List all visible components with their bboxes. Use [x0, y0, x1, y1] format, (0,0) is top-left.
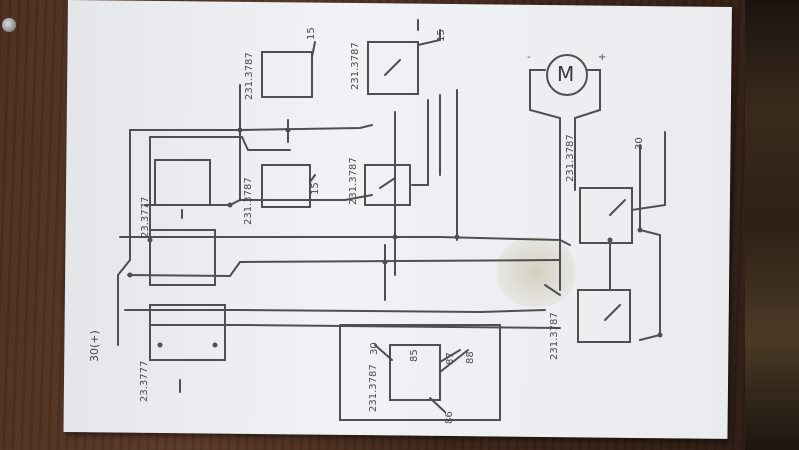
relay-top1-body	[261, 51, 313, 98]
switch-bottom-body	[149, 304, 226, 361]
label-pin-15-b: 15	[436, 29, 447, 42]
background-fabric	[745, 0, 799, 450]
label-switch-top: 23.3777	[140, 196, 151, 238]
label-pin-87: 87	[445, 352, 456, 365]
lead-15-c	[309, 174, 316, 183]
junction-dot	[657, 332, 663, 338]
wire-right-v3	[544, 284, 561, 296]
bus-wire-4	[127, 259, 561, 278]
bus-wire-3	[144, 194, 373, 206]
motor-circle	[546, 54, 588, 96]
junction-dot	[212, 342, 218, 348]
relay-right2-body	[577, 289, 631, 343]
label-power-in: 30(+)	[88, 330, 101, 362]
label-switch-bottom: 23.3777	[139, 360, 150, 402]
junction-dot	[237, 127, 243, 133]
junction-dot	[127, 272, 133, 278]
motor-label: M	[557, 62, 575, 86]
legend-leader-30	[374, 344, 393, 361]
label-relay-top1: 231.3787	[244, 52, 255, 100]
relay-mid1-body	[261, 164, 311, 208]
bus-wire-2	[149, 136, 291, 151]
lead-15-a	[311, 41, 316, 58]
bus-wire-top	[129, 124, 373, 131]
bus-wire-5	[124, 309, 546, 314]
junction-dot	[147, 237, 153, 243]
relay-right2-contact	[604, 304, 621, 321]
motor-wire-right	[574, 69, 601, 191]
junction-dot	[607, 237, 613, 243]
label-pin-15-c: 15	[310, 182, 321, 195]
motor-wire-left	[529, 69, 561, 291]
switch-top-body	[149, 229, 216, 286]
legend-leader-88	[439, 349, 469, 373]
label-relay-right2: 231.3787	[549, 312, 560, 360]
legend-leader-87	[439, 349, 461, 363]
wire-v1	[117, 129, 131, 346]
label-relay-top2: 231.3787	[350, 42, 361, 90]
relay-top2-contact	[384, 59, 401, 76]
thumbtack	[2, 18, 16, 32]
wire-right-h1	[631, 149, 666, 211]
lead-15-b	[417, 29, 441, 46]
motor-plus-label: +	[598, 52, 607, 63]
motor-minus-label: -	[527, 52, 531, 63]
junction-dot	[637, 227, 643, 233]
label-relay-mid2: 231.3787	[348, 157, 359, 205]
junction-dot	[392, 234, 398, 240]
junction-dot	[454, 234, 460, 240]
switch-aux-body	[154, 159, 211, 206]
bus-wire-6	[149, 324, 561, 329]
bus-wire-main	[119, 236, 571, 246]
relay-top2-body	[367, 41, 419, 95]
relay-right1-contact	[609, 199, 626, 216]
label-pin-88: 88	[465, 351, 476, 364]
label-pin-86: 86	[444, 411, 455, 424]
legend-code: 231.3787	[368, 364, 379, 412]
junction-dot	[382, 259, 388, 265]
junction-dot	[285, 127, 291, 133]
wire-v6	[411, 99, 429, 186]
legend-leader-86	[429, 397, 446, 413]
label-relay-right1: 231.3787	[565, 134, 576, 182]
wire-right-v1	[639, 144, 661, 341]
relay-right1-body	[579, 187, 633, 244]
label-pin-85: 85	[409, 349, 420, 362]
junction-dot	[157, 342, 163, 348]
label-pin-30-right: 30	[634, 137, 645, 150]
legend-box	[339, 324, 501, 421]
relay-mid2-contact	[379, 177, 396, 189]
label-pin-15-a: 15	[306, 27, 317, 40]
label-pin-30-legend: 30	[369, 342, 380, 355]
relay-mid2-body	[364, 164, 411, 206]
label-relay-mid1: 231.3787	[243, 177, 254, 225]
junction-dot	[227, 202, 233, 208]
